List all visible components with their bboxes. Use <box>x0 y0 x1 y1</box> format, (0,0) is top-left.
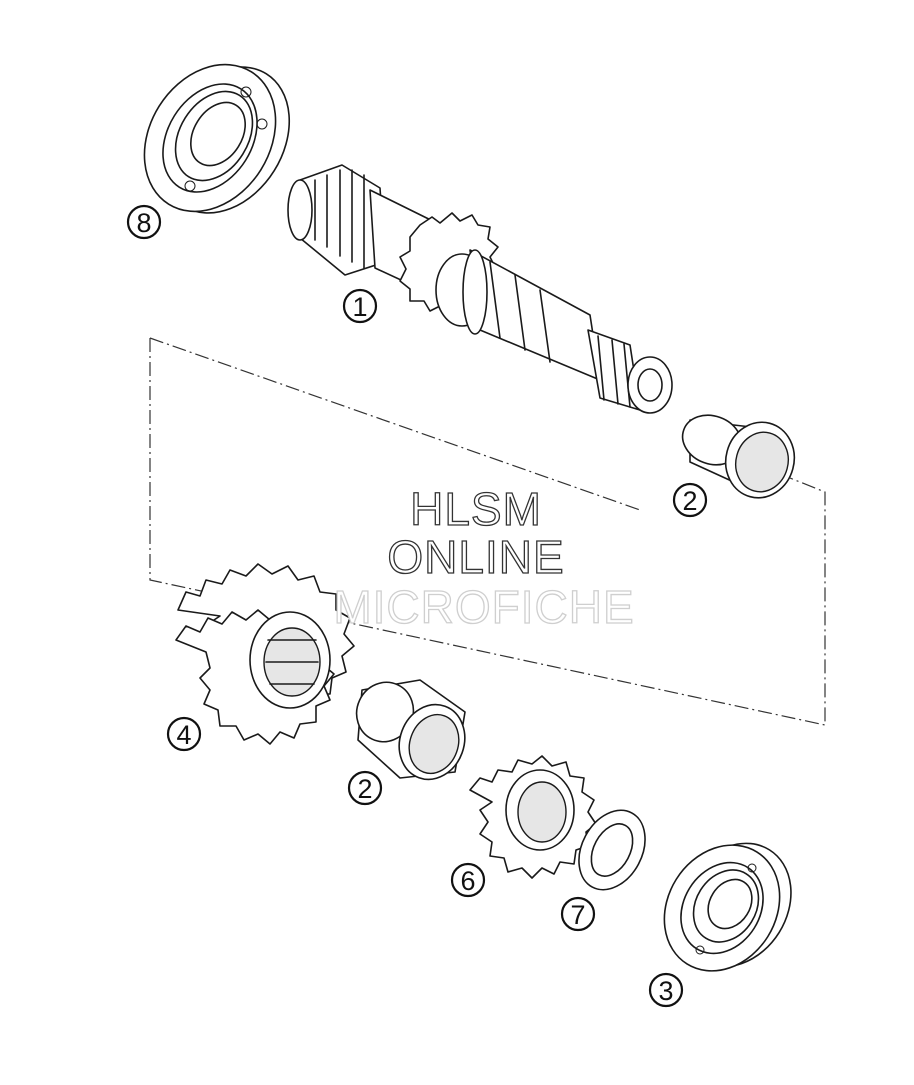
ball-bearing-lower <box>663 842 792 972</box>
callout-7: 7 <box>560 896 596 932</box>
needle-bearing-lower <box>355 679 466 781</box>
callout-8: 8 <box>126 204 162 240</box>
thrust-washer <box>578 809 646 891</box>
callout-2-upper: 2 <box>672 482 708 518</box>
callout-4-label: 4 <box>176 720 191 750</box>
assembly-axis-line-upper <box>149 337 641 511</box>
watermark-line-2: ONLINE <box>387 531 564 583</box>
double-gear <box>175 563 355 745</box>
callout-2-lower-label: 2 <box>357 774 372 804</box>
callout-3: 3 <box>648 972 684 1008</box>
callout-3-label: 3 <box>658 976 673 1006</box>
transmission-shaft <box>287 164 673 414</box>
needle-bearing-upper <box>681 414 796 499</box>
callout-4: 4 <box>166 716 202 752</box>
watermark-line-1: HLSM <box>410 483 542 535</box>
spur-gear <box>469 755 597 879</box>
callout-2-upper-label: 2 <box>682 486 697 516</box>
callout-6-label: 6 <box>460 866 475 896</box>
callout-1-label: 1 <box>352 292 367 322</box>
callout-7-label: 7 <box>570 900 585 930</box>
watermark: HLSM ONLINE MICROFICHE <box>333 482 635 633</box>
assembly-axis-line <box>149 338 826 726</box>
ball-bearing-upper <box>143 63 291 214</box>
watermark-line-3: MICROFICHE <box>333 581 634 633</box>
callout-6: 6 <box>450 862 486 898</box>
callout-1: 1 <box>342 288 378 324</box>
callout-8-label: 8 <box>136 208 151 238</box>
callout-2-lower: 2 <box>347 770 383 806</box>
